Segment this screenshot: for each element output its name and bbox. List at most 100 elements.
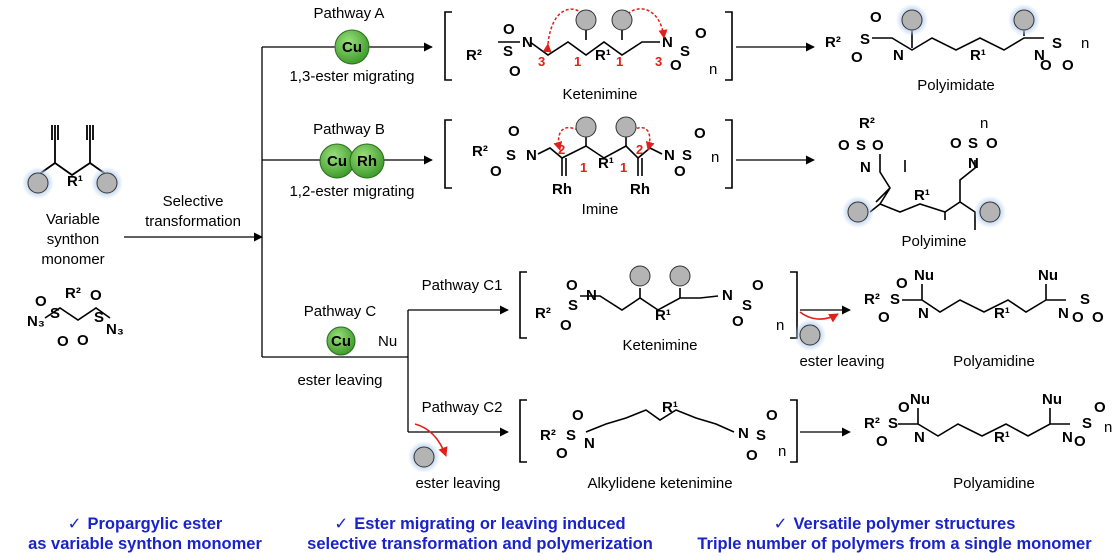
pathway-b-title: Pathway B [313,121,385,138]
pi-n-left: N [893,47,904,64]
pc1-o-left: O [560,317,572,334]
pc2-o-left-top: O [572,407,584,424]
azide-o-4: O [77,332,89,349]
selective-label-2: transformation [145,213,241,230]
pa-s-left: S [503,43,513,60]
monomer-ester-circle-left [21,166,55,200]
pi-s-left: S [860,31,870,48]
pathway-b-rh-label: Rh [357,153,377,170]
pathway-b-rh-catalyst [349,143,385,179]
pm-r2: R² [859,115,875,132]
pm-o-left: O [838,137,850,154]
footer-left: ✓Propargylic ester as variable synthon m… [0,514,290,554]
pa-o-right-1: O [670,57,682,74]
pa-o-left-2: O [509,63,521,80]
pa2-r2: R² [864,415,880,432]
pc2-r2: R² [540,427,556,444]
pa2-r1: R¹ [994,429,1010,446]
pathway-c-caption: ester leaving [297,372,382,389]
pb-locant-1-right: 1 [620,160,627,175]
pa-circle-right [611,9,633,31]
pc1-s-left: S [568,297,578,314]
pm-r1: R¹ [914,187,930,204]
azide-n3-right: N₃ [106,321,124,338]
monomer-label-3: monomer [41,251,104,268]
footer-middle-check: ✓ [334,515,349,533]
pc2-n-left: N [584,435,595,452]
pa2-o-left-top: O [898,399,910,416]
pi-r1: R¹ [970,47,986,64]
pa2-nu-left: Nu [910,391,930,408]
pathway-c2-intermediate: Alkylidene ketenimine [587,475,732,492]
pc1-n-right: N [722,287,733,304]
pc2-o-left: O [556,445,568,462]
pb-n-right: N [664,147,675,164]
pa1-o-left: O [878,309,890,326]
pc2-n-right: N [738,425,749,442]
pi-s-right: S [1052,35,1062,52]
pa1-r2: R² [864,291,880,308]
pa-locant-1-left: 1 [574,54,581,69]
pathway-b-imine-structure: R² S O O N R¹ N S O O n Rh Rh 2 1 1 2 [444,119,733,198]
monomer-r1: R¹ [67,173,83,190]
pa2-o-left: O [876,433,888,450]
pa-circle-left [575,9,597,31]
pc1-s-right: S [742,297,752,314]
footer-left-check: ✓ [67,515,82,533]
selective-label-1: Selective [163,193,224,210]
pathway-c-nu: Nu [378,333,397,350]
footer-middle: ✓Ester migrating or leaving induced sele… [270,514,690,554]
pc1-o-right-top: O [752,277,764,294]
pi-n-sub: n [1081,35,1089,52]
pc2-o-right-top: O [766,407,778,424]
pi-n-right: N [1034,47,1045,64]
pa2-s-right: S [1082,415,1092,432]
pi-circle-left [895,3,929,37]
pb-rh-right: Rh [630,181,650,198]
pa1-s-right: S [1080,291,1090,308]
pc2-s-left: S [566,427,576,444]
footer-right-check: ✓ [773,515,788,533]
pa-o-right-2: O [695,25,707,42]
pm-circle-right [973,195,1007,229]
pathway-c1-ketenimine-structure: R² S O O N R¹ N S O O n [519,271,798,339]
pb-s-left: S [506,147,516,164]
azide-o-1: O [35,293,47,310]
pc1-r1: R¹ [655,307,671,324]
pathway-c2-leaving: ester leaving [415,475,500,492]
polyimine-structure: R² S O O N R¹ S O O N n [838,115,998,230]
pathway-c1-leaving: ester leaving [799,353,884,370]
pm-o-right: O [950,135,962,152]
pi-o-right-2: O [1062,57,1074,74]
pb-n-sub: n [711,149,719,166]
pathway-a-title: Pathway A [314,5,385,22]
pi-o-left-top: O [870,9,882,26]
pc2-leaving-circle [407,440,441,474]
pm-s-left: S [856,137,866,154]
pb-n-left: N [526,147,537,164]
pm-n-left: N [860,159,871,176]
pb-circle-left [575,116,597,138]
pathway-c2-alkylidene-structure: R² S O O N R¹ N S O O n [519,399,798,464]
pi-o-left: O [851,49,863,66]
azide-s-right: S [94,309,104,326]
pa2-nu-right: Nu [1042,391,1062,408]
pa-locant-3-left: 3 [538,54,545,69]
pathway-c1-product: Polyamidine [953,353,1035,370]
pm-o-left-2: O [872,137,884,154]
pc1-circle-right [669,265,691,287]
pathway-b-caption: 1,2-ester migrating [289,183,414,200]
pathway-b-product: Polyimine [901,233,966,250]
pm-circle-left [841,195,875,229]
pa-s-right: S [680,43,690,60]
pathway-c-cu-label: Cu [331,333,351,350]
pb-locant-2-right: 2 [636,142,643,157]
pa1-nu-left: Nu [914,267,934,284]
pi-o-right: O [1040,57,1052,74]
monomer-structure [37,125,108,177]
pc2-leaving-arrow [414,423,448,457]
pa-o-left-1: O [503,21,515,38]
polyimidate-structure: R² S O O N R¹ N S O O n [825,9,1089,74]
pa-n-right: N [662,34,673,51]
pa2-n-left: N [914,429,925,446]
